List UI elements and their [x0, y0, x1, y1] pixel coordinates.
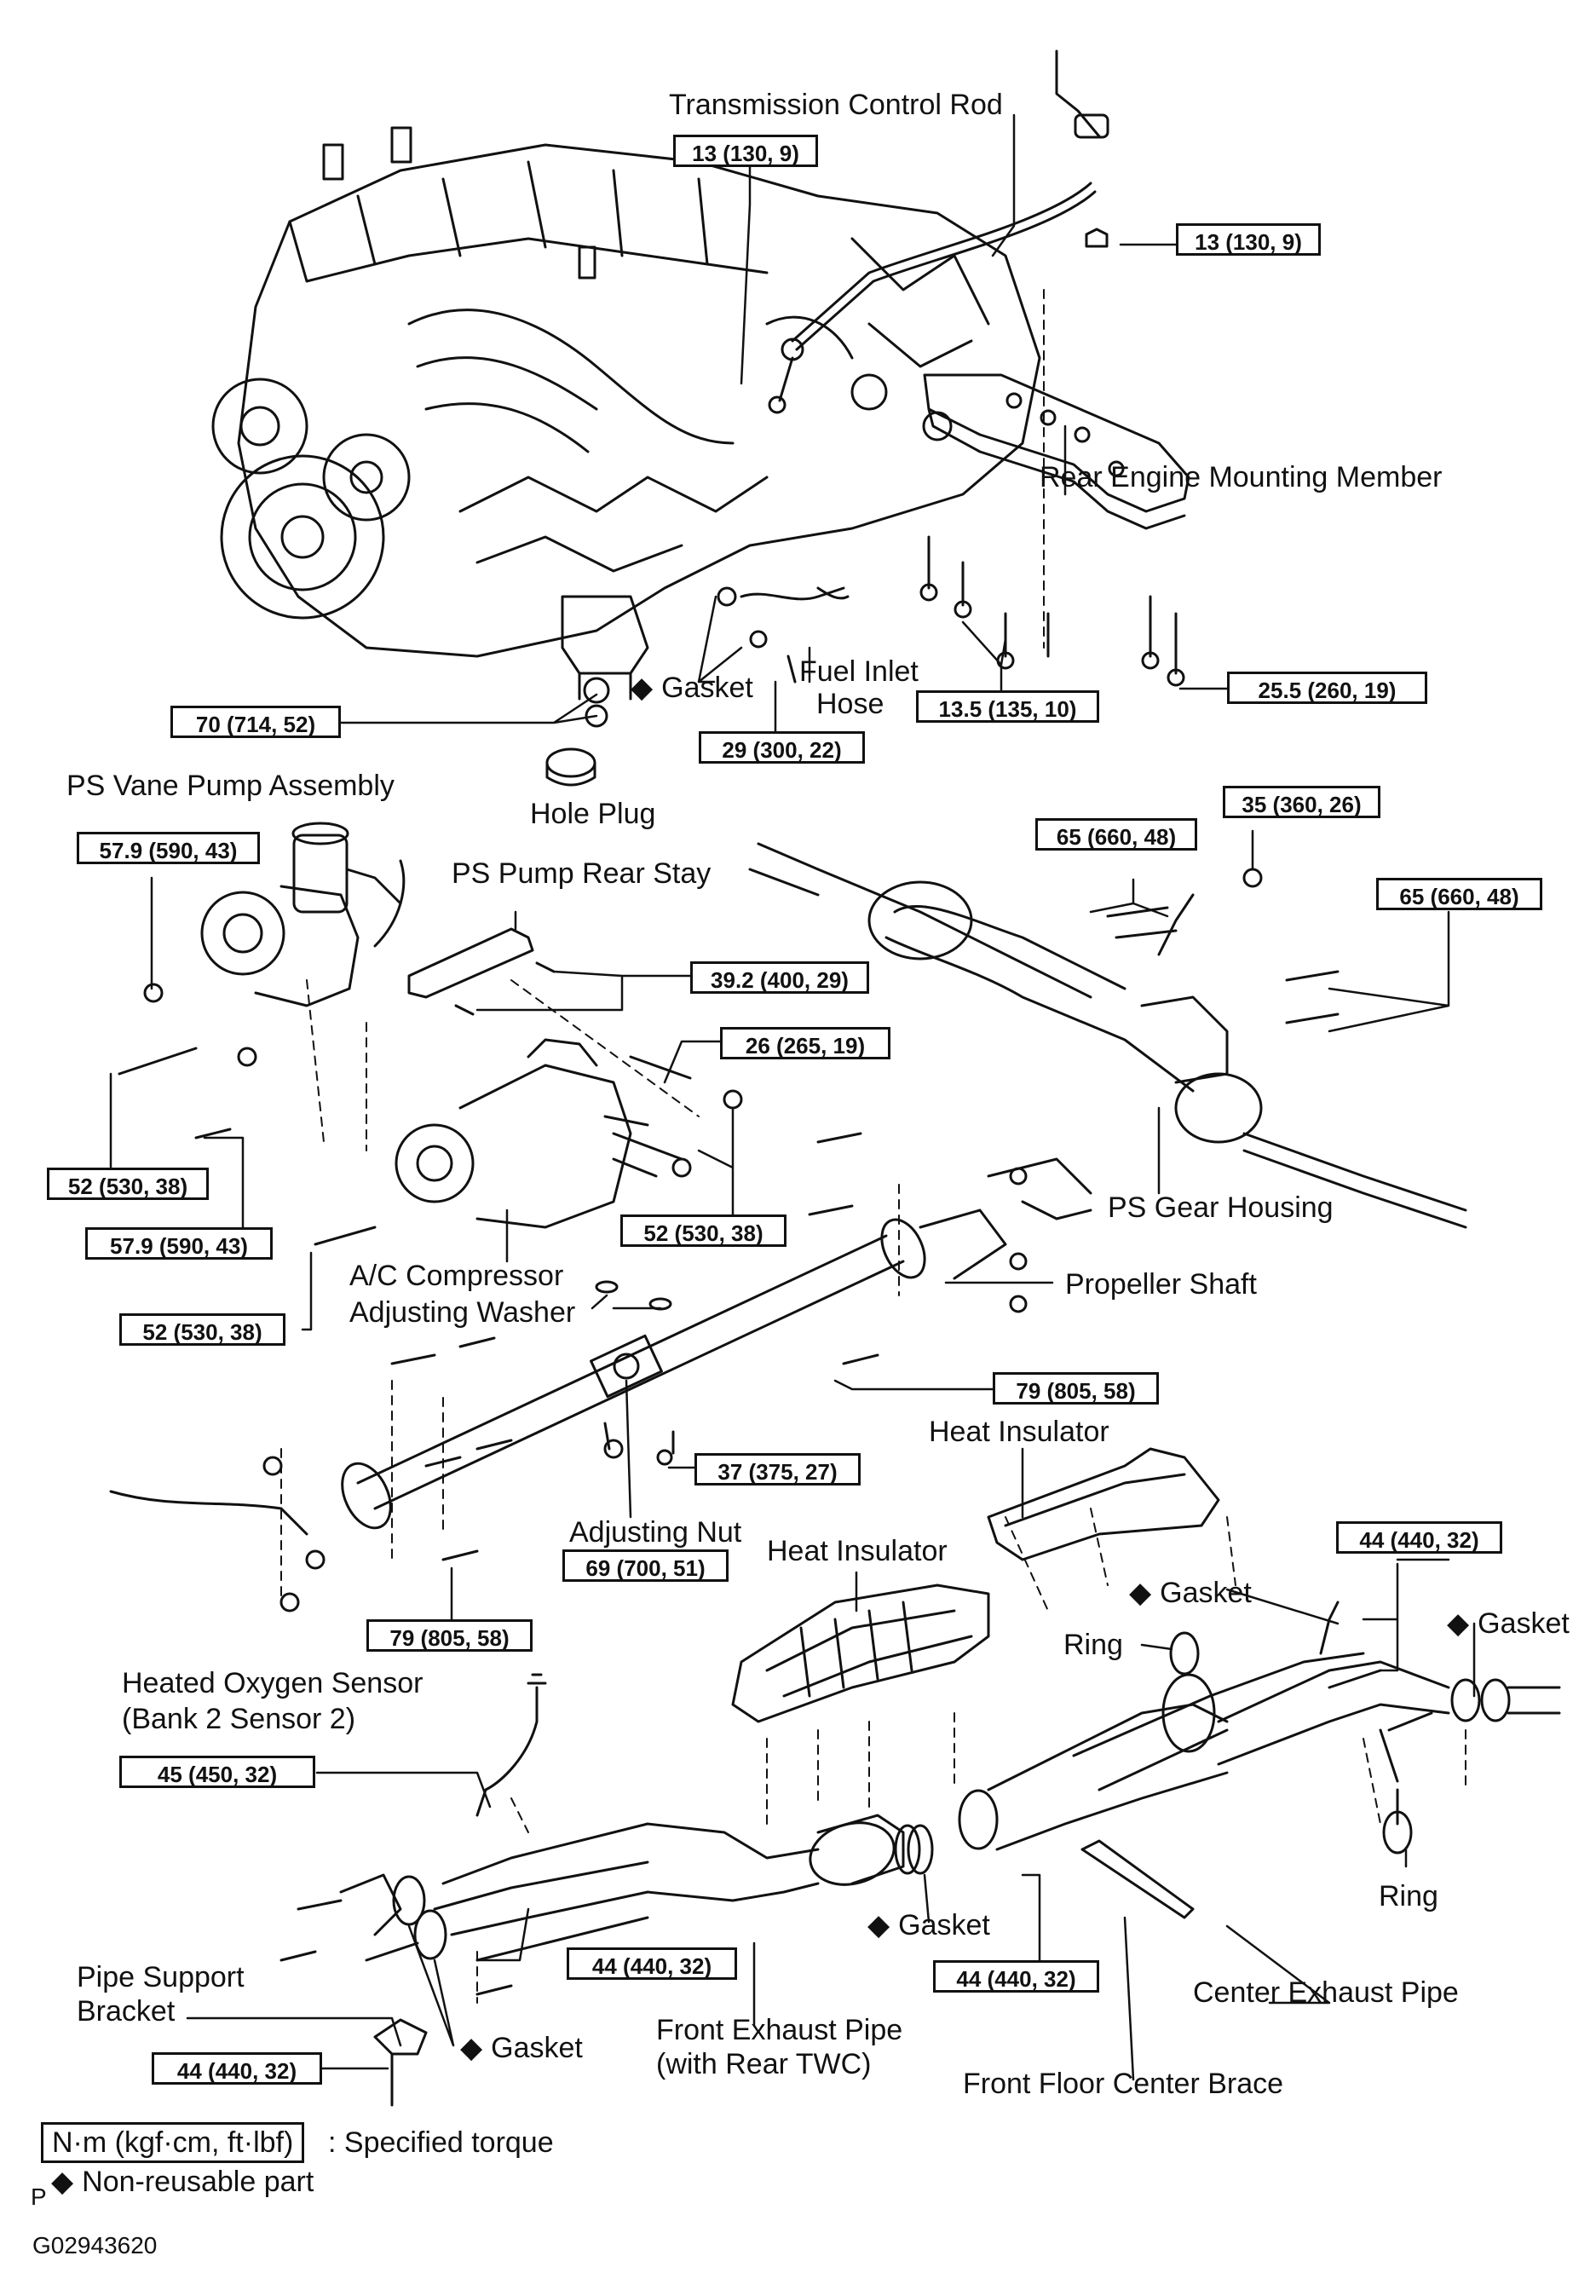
label-heat-insulator-lower: Heat Insulator: [767, 1535, 948, 1567]
torque-26-265-19: 26 (265, 19): [720, 1027, 890, 1059]
ac-compressor: [314, 1038, 743, 1246]
label-propeller-shaft: Propeller Shaft: [1065, 1268, 1257, 1301]
label-with-rear-twc: (with Rear TWC): [656, 2048, 872, 2080]
label-fuel-inlet: Fuel Inlet: [799, 655, 919, 688]
label-rear-engine-mounting-member: Rear Engine Mounting Member: [1040, 461, 1443, 493]
engine-assembly: [211, 126, 1041, 701]
label-heat-insulator-upper: Heat Insulator: [929, 1416, 1109, 1448]
torque-79-805-58-top: 79 (805, 58): [993, 1372, 1159, 1405]
center-exhaust-pipe-part: [958, 1601, 1561, 1855]
heat-insulator-upper: [987, 1447, 1220, 1561]
label-gasket-bottom: Gasket: [460, 2031, 583, 2065]
torque-13-130-9-left: 13 (130, 9): [673, 135, 818, 167]
label-gasket-mid: Gasket: [1129, 1576, 1252, 1610]
ps-vane-pump: [118, 822, 406, 1139]
torque-39-2-400-29: 39.2 (400, 29): [690, 961, 869, 994]
torque-44-440-32-mid: 44 (440, 32): [567, 1947, 737, 1980]
label-adjusting-nut: Adjusting Nut: [569, 1516, 742, 1549]
torque-13-5-135-10: 13.5 (135, 10): [916, 690, 1099, 723]
legend-non-reusable: Non-reusable part: [51, 2165, 314, 2199]
label-ring-lower: Ring: [1379, 1880, 1438, 1912]
label-ps-pump-rear-stay: PS Pump Rear Stay: [452, 857, 712, 890]
label-heated-oxygen-sensor: Heated Oxygen Sensor: [122, 1667, 423, 1699]
rear-engine-mounting-member: [919, 373, 1190, 687]
torque-69-700-51: 69 (700, 51): [562, 1549, 729, 1582]
torque-57-9-590-43-top: 57.9 (590, 43): [77, 832, 260, 864]
torque-44-440-32-brace: 44 (440, 32): [933, 1960, 1099, 1993]
label-pipe-support: Pipe Support: [77, 1961, 245, 1993]
label-gasket-front-pipe: Gasket: [867, 1908, 990, 1942]
torque-25-5-260-19: 25.5 (260, 19): [1227, 672, 1427, 704]
label-adjusting-washer: Adjusting Washer: [349, 1296, 576, 1329]
label-ps-vane-pump-assembly: PS Vane Pump Assembly: [66, 770, 395, 802]
hole-plug-part: [545, 747, 596, 778]
label-center-exhaust-pipe: Center Exhaust Pipe: [1193, 1976, 1459, 2009]
torque-44-440-32-top-right: 44 (440, 32): [1336, 1521, 1502, 1554]
label-hole-plug: Hole Plug: [530, 798, 656, 830]
torque-35-360-26: 35 (360, 26): [1223, 786, 1380, 818]
heat-insulator-lower: [731, 1584, 990, 1723]
torque-57-9-590-43-bottom: 57.9 (590, 43): [85, 1227, 273, 1260]
torque-52-530-38-left: 52 (530, 38): [47, 1168, 209, 1200]
label-gasket-top: Gasket: [631, 671, 753, 705]
propeller-shaft-part: [109, 1132, 1092, 1612]
label-ac-compressor: A/C Compressor: [349, 1260, 564, 1292]
label-hose: Hose: [816, 688, 884, 720]
label-front-floor-center-brace: Front Floor Center Brace: [963, 2068, 1284, 2100]
torque-44-440-32-bottom: 44 (440, 32): [152, 2052, 322, 2085]
label-bank2-sensor2: (Bank 2 Sensor 2): [122, 1703, 356, 1735]
label-ps-gear-housing: PS Gear Housing: [1108, 1191, 1334, 1224]
figure-id: G02943620: [32, 2232, 158, 2259]
torque-52-530-38-mid: 52 (530, 38): [620, 1214, 786, 1247]
torque-70-714-52: 70 (714, 52): [170, 706, 341, 738]
pipe-support-bracket-part: [373, 2018, 428, 2056]
torque-65-660-48-right: 65 (660, 48): [1376, 878, 1542, 910]
transmission-control-rod: [768, 49, 1109, 414]
ps-pump-rear-stay: [407, 927, 534, 999]
legend-unit-description: : Specified torque: [328, 2126, 554, 2159]
legend-unit-box: N·m (kgf·cm, ft·lbf): [41, 2122, 305, 2163]
legend-p-mark: P: [31, 2184, 47, 2210]
fuel-inlet-hose: [740, 586, 850, 601]
torque-79-805-58-bottom: 79 (805, 58): [366, 1619, 533, 1652]
label-gasket-right: Gasket: [1447, 1607, 1570, 1641]
ring-part: [1169, 1631, 1200, 1676]
front-exhaust-pipe-part: [279, 1814, 934, 1996]
label-front-exhaust-pipe: Front Exhaust Pipe: [656, 2014, 903, 2046]
torque-52-530-38-bottom: 52 (530, 38): [119, 1313, 285, 1346]
torque-65-660-48-left: 65 (660, 48): [1035, 818, 1197, 851]
label-transmission-control-rod: Transmission Control Rod: [669, 89, 1003, 121]
ps-gear-housing: [748, 842, 1467, 1229]
label-bracket: Bracket: [77, 1995, 176, 2028]
heated-oxygen-sensor-part: [475, 1686, 539, 1817]
front-floor-center-brace: [1080, 1839, 1195, 1919]
torque-13-130-9-right: 13 (130, 9): [1176, 223, 1321, 256]
label-ring-upper: Ring: [1063, 1629, 1123, 1661]
torque-45-450-32: 45 (450, 32): [119, 1756, 315, 1788]
torque-29-300-22: 29 (300, 22): [699, 731, 865, 764]
torque-37-375-27: 37 (375, 27): [694, 1453, 861, 1485]
